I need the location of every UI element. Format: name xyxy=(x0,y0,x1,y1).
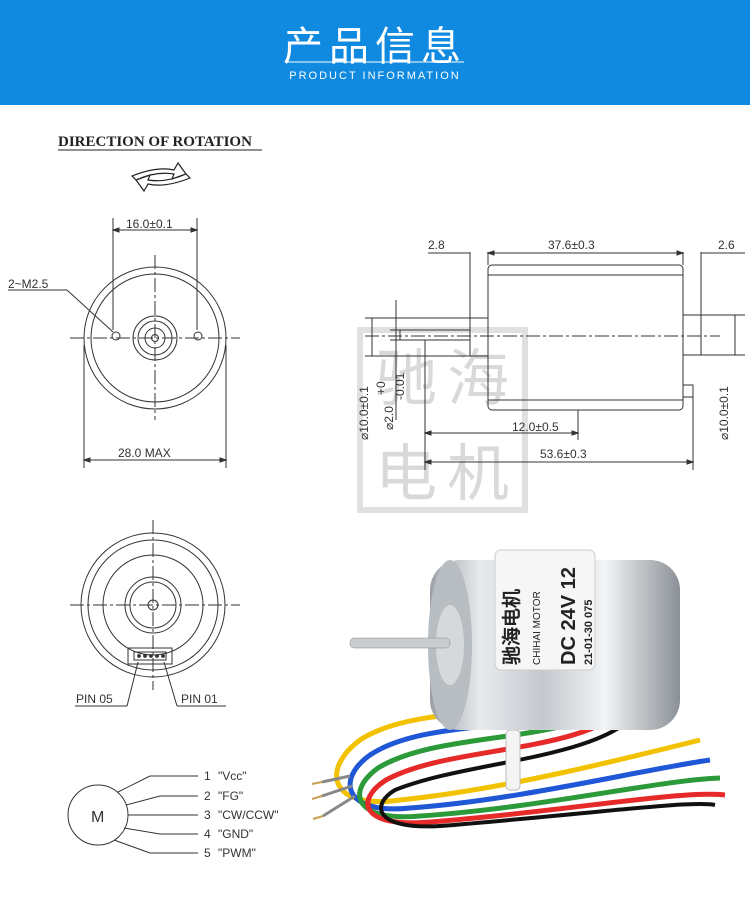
watermark-char-3: 电 xyxy=(375,437,437,510)
shaft-length-label: 2.8 xyxy=(428,238,445,252)
motor-brand-label: 驰海电机 xyxy=(500,589,523,665)
screw-holes-label: 2~M2.5 xyxy=(8,277,49,291)
motor-symbol: M xyxy=(91,809,104,826)
rear-boss-label: 2.6 xyxy=(718,238,735,252)
pin-2-num: 2 xyxy=(204,789,211,803)
shaft-extension-label: 12.0±0.5 xyxy=(512,420,559,434)
rotation-label: DIRECTION OF ROTATION xyxy=(58,134,252,150)
total-length-label: 53.6±0.3 xyxy=(540,447,587,461)
pin-05-label: PIN 05 xyxy=(76,692,113,706)
pin-5-num: 5 xyxy=(204,846,211,860)
shaft-tol-upper: +0 xyxy=(374,381,388,395)
pin-01-label: PIN 01 xyxy=(181,692,218,706)
motor-voltage-label: DC 24V 12 xyxy=(558,567,580,665)
pin-1-label: "Vcc" xyxy=(218,769,247,783)
motor-brand-en-label: CHIHAI MOTOR xyxy=(532,591,543,665)
diameter-label: 28.0 MAX xyxy=(118,446,171,460)
pin-2-label: "FG" xyxy=(218,789,243,803)
watermark-char-4: 机 xyxy=(447,437,509,510)
motor-photo xyxy=(311,549,726,829)
wiring-diagram xyxy=(67,775,198,854)
pin-5-label: "PWM" xyxy=(218,846,256,860)
watermark-char-1: 驰 xyxy=(375,342,437,415)
pin-1-num: 1 xyxy=(204,769,211,783)
rotation-section: DIRECTION OF ROTATION xyxy=(58,134,262,193)
pin-3-label: "CW/CCW" xyxy=(218,808,279,822)
rear-view xyxy=(70,520,240,707)
rotation-arrow-icon xyxy=(130,161,192,193)
header-banner: 产品信息 PRODUCT INFORMATION xyxy=(0,0,750,105)
pin-4-label: "GND" xyxy=(218,827,253,841)
pin-list: 1 "Vcc" 2 "FG" 3 "CW/CCW" 4 "GND" 5 "PWM… xyxy=(204,769,279,860)
shaft-dia-label: ⌀2.0 xyxy=(382,406,396,430)
side-view xyxy=(365,250,745,470)
title-decoration xyxy=(286,61,464,63)
page-subtitle: PRODUCT INFORMATION xyxy=(289,70,461,82)
pin-3-num: 3 xyxy=(204,808,211,822)
watermark-char-2: 海 xyxy=(447,342,509,415)
pin-4-num: 4 xyxy=(204,827,211,841)
hole-spacing-label: 16.0±0.1 xyxy=(126,217,173,231)
rear-dia-label: ⌀10.0±0.1 xyxy=(717,386,731,440)
shaft-tol-lower: -0.01 xyxy=(393,372,407,400)
motor-date-code-label: 21-01-30 075 xyxy=(583,600,595,665)
body-length-label: 37.6±0.3 xyxy=(548,238,595,252)
shaft-boss-dia-label: ⌀10.0±0.1 xyxy=(357,386,371,440)
watermark: 驰 海 电 机 xyxy=(357,327,528,513)
front-view xyxy=(8,218,240,468)
